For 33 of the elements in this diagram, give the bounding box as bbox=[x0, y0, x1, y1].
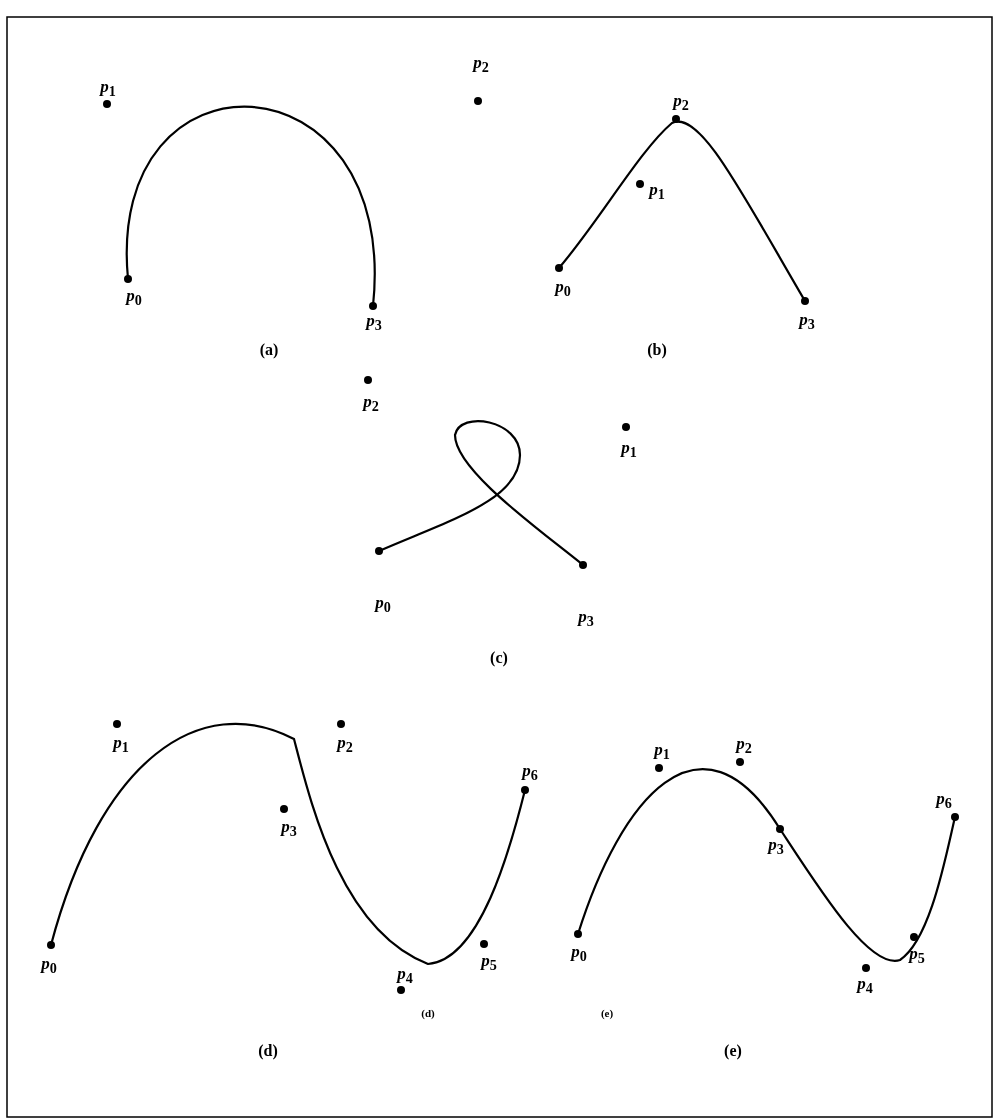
point-label: p$_{3}$ bbox=[578, 607, 594, 629]
point-label: p$_{4}$ bbox=[397, 964, 413, 986]
point-label: p$_{1}$ bbox=[100, 77, 116, 99]
point-label: p$_{2}$ bbox=[736, 734, 752, 756]
point-label: p$_{3}$ bbox=[366, 311, 382, 333]
point-label: p$_{6}$ bbox=[522, 761, 538, 783]
point-label: p$_{2}$ bbox=[473, 53, 489, 75]
point-label: p$_{1}$ bbox=[649, 180, 665, 202]
figure-caption: (e) bbox=[724, 1043, 742, 1059]
point-label: p$_{3}$ bbox=[768, 835, 784, 857]
point-label: p$_{3}$ bbox=[799, 310, 815, 332]
point-label: p$_{0}$ bbox=[555, 277, 571, 299]
point-label: p$_{0}$ bbox=[375, 593, 391, 615]
point-label: p$_{5}$ bbox=[481, 951, 497, 973]
point-label: p$_{1}$ bbox=[113, 733, 129, 755]
point-label: p$_{2}$ bbox=[673, 91, 689, 113]
point-label: p$_{5}$ bbox=[909, 944, 925, 966]
point-label: p$_{0}$ bbox=[571, 942, 587, 964]
point-label: p$_{1}$ bbox=[621, 438, 637, 460]
figure-caption: (a) bbox=[259, 342, 279, 358]
point-label: p$_{2}$ bbox=[337, 733, 353, 755]
figure-caption: (d) bbox=[258, 1043, 278, 1059]
point-label: p$_{3}$ bbox=[281, 817, 297, 839]
figure-caption: (e) bbox=[600, 1007, 614, 1019]
figure-caption: (b) bbox=[647, 342, 667, 358]
point-label: p$_{0}$ bbox=[126, 286, 142, 308]
figure-caption: (c) bbox=[490, 650, 508, 666]
point-label: p$_{0}$ bbox=[41, 954, 57, 976]
point-label: p$_{6}$ bbox=[936, 789, 952, 811]
point-label: p$_{1}$ bbox=[654, 740, 670, 762]
point-label: p$_{2}$ bbox=[363, 392, 379, 414]
figure-caption: (d) bbox=[421, 1007, 435, 1019]
point-label: p$_{4}$ bbox=[857, 974, 873, 996]
